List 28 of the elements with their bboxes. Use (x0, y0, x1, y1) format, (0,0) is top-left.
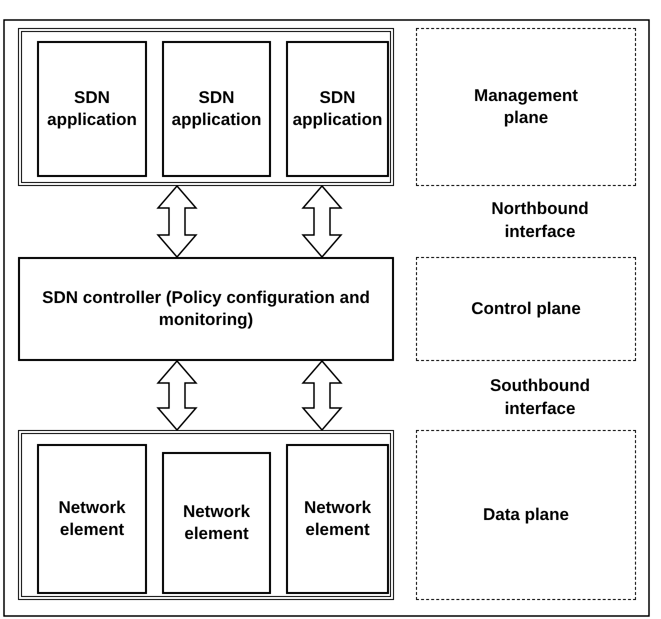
double-arrow (301, 360, 343, 432)
node-label: Management plane (473, 84, 579, 129)
process-box (37, 444, 147, 594)
node-label: Network element (302, 496, 372, 541)
interface-label: Southbound interface (488, 375, 592, 420)
process-box (286, 41, 389, 177)
node-label: SDN controller (Policy configuration and monitoring) (41, 286, 371, 331)
interface-label: Northbound interface (490, 198, 590, 243)
double-arrow (156, 360, 198, 432)
node-label: Data plane (482, 504, 570, 526)
plane-box (416, 430, 636, 600)
node-label: SDN application (170, 86, 262, 131)
process-box (162, 452, 271, 594)
group-frame (18, 28, 394, 186)
plane-box (416, 257, 636, 361)
double-arrow (301, 184, 343, 258)
node-label: SDN application (292, 86, 384, 131)
plane-box (416, 28, 636, 186)
node-label: Network element (182, 500, 252, 545)
process-box (162, 41, 271, 177)
process-box (18, 257, 394, 361)
node-label: Control plane (470, 298, 582, 320)
process-box (286, 444, 389, 594)
double-arrow (156, 184, 198, 258)
node-label: Network element (57, 496, 127, 541)
process-box (37, 41, 147, 177)
group-frame (18, 430, 394, 600)
node-label: SDN application (46, 86, 138, 131)
